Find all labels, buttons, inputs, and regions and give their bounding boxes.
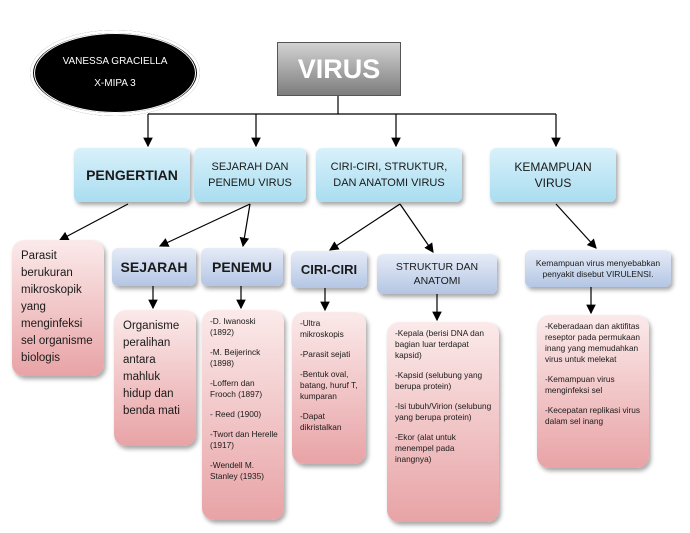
node-sejarah: SEJARAH (112, 248, 196, 286)
node-kemampuan: KEMAMPUAN VIRUS (490, 148, 616, 202)
author-name: VANESSA GRACIELLA (62, 56, 168, 67)
node-penemu-label: PENEMU (212, 259, 272, 275)
detail-kemampuan: -Keberadaan dan aktifitas reseptor pada … (537, 315, 649, 468)
list-item: -Ekor (alat untuk menempel pada inangnya… (395, 432, 456, 464)
kemampuan-list: -Keberadaan dan aktifitas reseptor pada … (545, 321, 643, 436)
list-item: -D. Iwanoski (1892) (210, 316, 256, 337)
node-ciri-ciri-label: CIRI-CIRI (300, 261, 358, 277)
list-item: -Bentuk oval, batang, huruf T, kumparan (300, 369, 358, 401)
detail-struktur: -Kepala (berisi DNA dan bagian luar terd… (387, 322, 499, 522)
list-item: - Reed (1900) (210, 409, 262, 419)
node-struktur-anatomi: STRUKTUR DAN ANATOMI (377, 254, 497, 294)
title-text: VIRUS (297, 53, 381, 84)
detail-pengertian-text: Parasit berukuran mikroskopik yang mengi… (21, 250, 93, 364)
node-sejarah-penemu: SEJARAH DAN PENEMU VIRUS (194, 148, 306, 202)
node-kemampuan-note: Kemampuan virus menyebabkan penyakit dis… (525, 250, 671, 287)
node-sejarah-label: SEJARAH (120, 259, 188, 275)
node-kemampuan-label: KEMAMPUAN VIRUS (514, 160, 592, 190)
list-item: -Keberadaan dan aktifitas reseptor pada … (545, 321, 641, 364)
list-item: -Parasit sejati (300, 349, 351, 359)
node-ciri-struktur: CIRI-CIRI, STRUKTUR, DAN ANATOMI VIRUS (316, 148, 462, 202)
list-item: -Dapat dikristalkan (300, 411, 342, 432)
ciri-list: -Ultra mikroskopis -Parasit sejati -Bent… (300, 318, 360, 442)
node-pengertian-label: PENGERTIAN (86, 167, 178, 183)
list-item: -Isi tubuh/Virion (selubung yang berupa … (395, 401, 492, 422)
penemu-list: -D. Iwanoski (1892) -M. Beijerinck (1898… (210, 316, 278, 491)
node-kemampuan-note-label: Kemampuan virus menyebabkan penyakit dis… (535, 257, 661, 279)
node-ciri-ciri: CIRI-CIRI (291, 251, 367, 288)
list-item: -Twort dan Herelle (1917) (210, 429, 278, 450)
node-struktur-anatomi-label: STRUKTUR DAN ANATOMI (395, 261, 479, 287)
list-item: -Kapsid (selubung yang berupa protein) (395, 370, 483, 391)
list-item: -M. Beijerinck (1898) (210, 347, 261, 368)
detail-sejarah-text: Organisme peralihan antara mahluk hidup … (123, 320, 180, 417)
detail-penemu: -D. Iwanoski (1892) -M. Beijerinck (1898… (202, 310, 284, 520)
list-item: -Kecepatan replikasi virus dalam sel ina… (545, 405, 640, 426)
node-ciri-struktur-label: CIRI-CIRI, STRUKTUR, DAN ANATOMI VIRUS (330, 161, 448, 189)
node-sejarah-penemu-label: SEJARAH DAN PENEMU VIRUS (208, 161, 292, 189)
list-item: -Kemampuan virus menginfeksi sel (545, 374, 615, 395)
detail-sejarah: Organisme peralihan antara mahluk hidup … (114, 310, 196, 446)
node-penemu: PENEMU (201, 248, 283, 286)
detail-ciri-ciri: -Ultra mikroskopis -Parasit sejati -Bent… (292, 312, 366, 464)
list-item: -Kepala (berisi DNA dan bagian luar terd… (395, 328, 485, 360)
list-item: -Ultra mikroskopis (300, 318, 344, 339)
author-badge: VANESSA GRACIELLA X-MIPA 3 (34, 33, 196, 113)
struktur-list: -Kepala (berisi DNA dan bagian luar terd… (395, 328, 493, 474)
title-node: VIRUS (277, 42, 401, 96)
node-pengertian: PENGERTIAN (74, 148, 190, 202)
author-class: X-MIPA 3 (94, 78, 136, 89)
detail-pengertian: Parasit berukuran mikroskopik yang mengi… (12, 240, 104, 376)
list-item: -Loffern dan Frooch (1897) (210, 378, 263, 399)
list-item: -Wendell M. Stanley (1935) (210, 460, 264, 481)
